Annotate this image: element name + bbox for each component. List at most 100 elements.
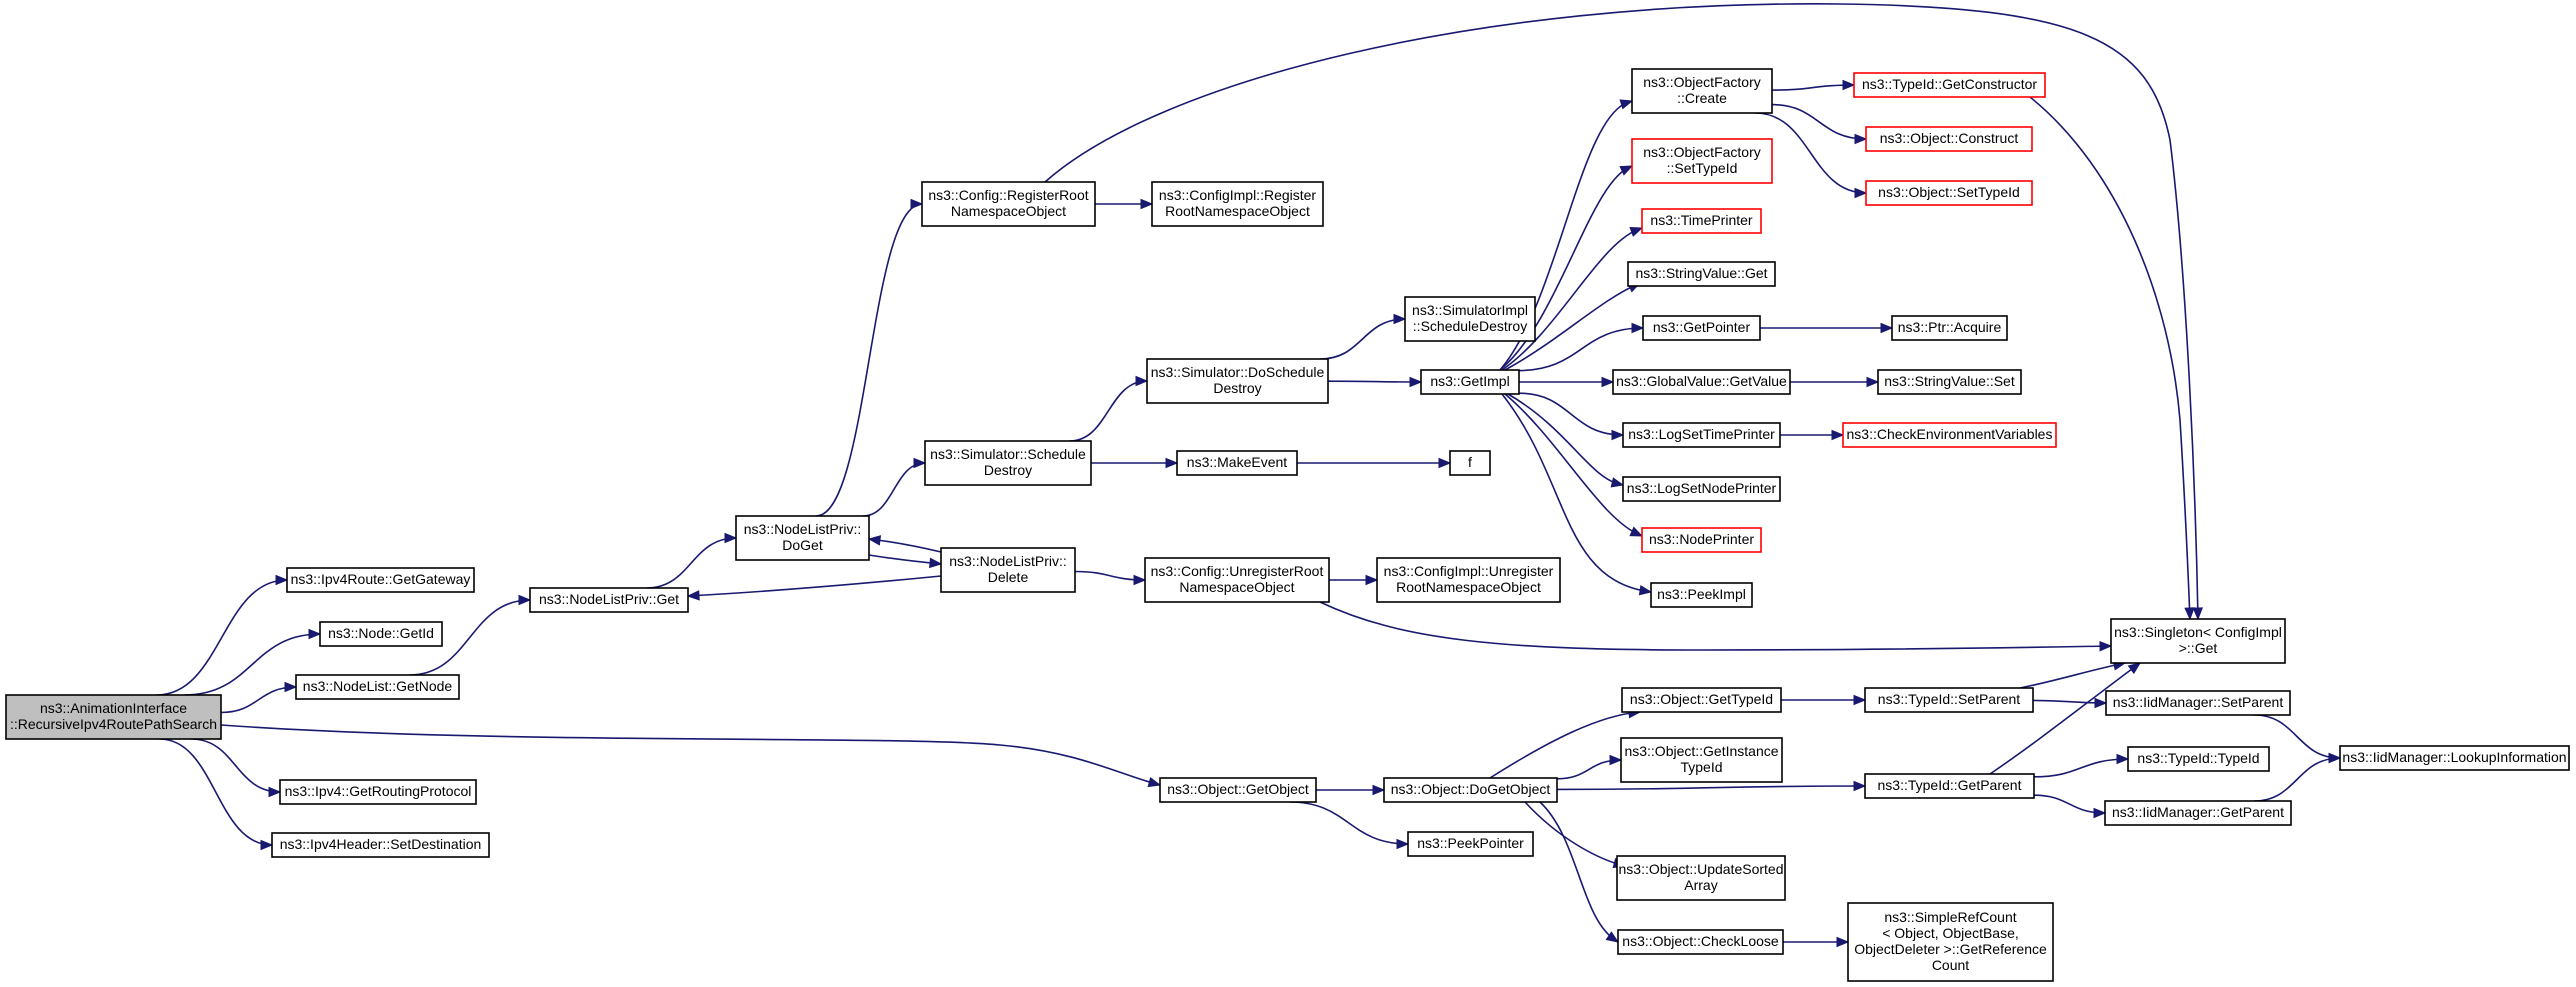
node-iidmanager-lookupinformation[interactable]: ns3::IidManager::LookupInformation <box>2339 745 2570 771</box>
node-box[interactable] <box>271 832 490 858</box>
node-box[interactable] <box>529 587 689 613</box>
node-f[interactable]: f <box>1449 450 1491 476</box>
node-box[interactable] <box>286 567 475 593</box>
node-box[interactable] <box>2127 746 2270 772</box>
node-timeprinter[interactable]: ns3::TimePrinter <box>1641 208 1762 234</box>
node-box[interactable] <box>1631 68 1773 114</box>
node-box[interactable] <box>1407 831 1534 857</box>
node-box[interactable] <box>1622 422 1781 448</box>
node-box[interactable] <box>1847 902 2054 982</box>
node-box[interactable] <box>295 674 460 700</box>
node-box[interactable] <box>2339 745 2570 771</box>
node-peekpointer[interactable]: ns3::PeekPointer <box>1407 831 1534 857</box>
node-box[interactable] <box>1877 369 2022 395</box>
node-box[interactable] <box>1617 929 1784 955</box>
node-object-construct[interactable]: ns3::Object::Construct <box>1865 126 2033 152</box>
node-box[interactable] <box>1376 557 1561 603</box>
node-object-getobject[interactable]: ns3::Object::GetObject <box>1159 777 1317 803</box>
node-nodelist-getnode[interactable]: ns3::NodeList::GetNode <box>295 674 460 700</box>
node-box[interactable] <box>1144 557 1330 603</box>
node-checkenvvars[interactable]: ns3::CheckEnvironmentVariables <box>1842 422 2057 448</box>
node-objectfactory-create[interactable]: ns3::ObjectFactory::Create <box>1631 68 1773 114</box>
node-box[interactable] <box>1865 180 2033 206</box>
node-ipv4header-setdestination[interactable]: ns3::Ipv4Header::SetDestination <box>271 832 490 858</box>
node-box[interactable] <box>1627 261 1776 287</box>
node-ipv4-getroutingprotocol[interactable]: ns3::Ipv4::GetRoutingProtocol <box>279 779 477 805</box>
node-box[interactable] <box>1616 855 1786 901</box>
node-nodeprinter[interactable]: ns3::NodePrinter <box>1641 527 1762 553</box>
node-node-getid[interactable]: ns3::Node::GetId <box>319 621 443 647</box>
node-box[interactable] <box>5 694 222 740</box>
node-box[interactable] <box>1449 450 1491 476</box>
node-getimpl[interactable]: ns3::GetImpl <box>1420 369 1520 395</box>
node-box[interactable] <box>921 181 1096 227</box>
node-box[interactable] <box>1865 126 2033 152</box>
node-box[interactable] <box>1146 358 1329 404</box>
node-simulator-scheduledestroy[interactable]: ns3::Simulator::ScheduleDestroy <box>924 440 1092 486</box>
node-box[interactable] <box>1641 527 1762 553</box>
node-box[interactable] <box>1864 773 2035 799</box>
node-typeid-getconstructor[interactable]: ns3::TypeId::GetConstructor <box>1853 72 2046 98</box>
node-nodelistpriv-get[interactable]: ns3::NodeListPriv::Get <box>529 587 689 613</box>
node-box[interactable] <box>2110 618 2286 664</box>
node-box[interactable] <box>1853 72 2046 98</box>
node-objectfactory-settypeid[interactable]: ns3::ObjectFactory::SetTypeId <box>1631 138 1773 184</box>
node-box[interactable] <box>735 515 870 561</box>
node-simulatorimpl-scheduledestroy[interactable]: ns3::SimulatorImpl::ScheduleDestroy <box>1404 296 1536 342</box>
node-box[interactable] <box>1864 687 2034 713</box>
node-box[interactable] <box>1631 138 1773 184</box>
node-box[interactable] <box>1151 181 1324 227</box>
node-box[interactable] <box>940 547 1076 593</box>
node-nodelistpriv-doget[interactable]: ns3::NodeListPriv::DoGet <box>735 515 870 561</box>
node-object-settypeid[interactable]: ns3::Object::SetTypeId <box>1865 180 2033 206</box>
node-iidmanager-setparent[interactable]: ns3::IidManager::SetParent <box>2105 690 2291 716</box>
node-typeid-setparent[interactable]: ns3::TypeId::SetParent <box>1864 687 2034 713</box>
node-globalvalue-getvalue[interactable]: ns3::GlobalValue::GetValue <box>1612 369 1791 395</box>
node-logsetnodeprinter[interactable]: ns3::LogSetNodePrinter <box>1622 476 1781 502</box>
node-config-unregisterroot[interactable]: ns3::Config::UnregisterRootNamespaceObje… <box>1144 557 1330 603</box>
node-singleton-get[interactable]: ns3::Singleton< ConfigImpl >::Get <box>2110 618 2286 664</box>
node-configimpl-registerroot[interactable]: ns3::ConfigImpl::RegisterRootNamespaceOb… <box>1151 181 1324 227</box>
node-iidmanager-getparent[interactable]: ns3::IidManager::GetParent <box>2104 800 2292 826</box>
node-simplerefcount[interactable]: ns3::SimpleRefCount< Object, ObjectBase,… <box>1847 902 2054 982</box>
node-object-checkloose[interactable]: ns3::Object::CheckLoose <box>1617 929 1784 955</box>
node-box[interactable] <box>1404 296 1536 342</box>
node-box[interactable] <box>1891 315 2008 341</box>
node-box[interactable] <box>1650 582 1753 608</box>
node-box[interactable] <box>1383 777 1558 803</box>
node-ptr-acquire[interactable]: ns3::Ptr::Acquire <box>1891 315 2008 341</box>
node-typeid-typeid[interactable]: ns3::TypeId::TypeId <box>2127 746 2270 772</box>
node-box[interactable] <box>1641 208 1762 234</box>
node-typeid-getparent[interactable]: ns3::TypeId::GetParent <box>1864 773 2035 799</box>
node-box[interactable] <box>2104 800 2292 826</box>
node-box[interactable] <box>2105 690 2291 716</box>
node-object-dogetobject[interactable]: ns3::Object::DoGetObject <box>1383 777 1558 803</box>
node-configimpl-unregisterroot[interactable]: ns3::ConfigImpl::UnregisterRootNamespace… <box>1376 557 1561 603</box>
node-box[interactable] <box>1612 369 1791 395</box>
node-stringvalue-get[interactable]: ns3::StringValue::Get <box>1627 261 1776 287</box>
node-peekimpl[interactable]: ns3::PeekImpl <box>1650 582 1753 608</box>
node-box[interactable] <box>1642 315 1761 341</box>
node-box[interactable] <box>924 440 1092 486</box>
node-getpointer[interactable]: ns3::GetPointer <box>1642 315 1761 341</box>
node-makeevent[interactable]: ns3::MakeEvent <box>1176 450 1298 476</box>
node-ipv4route-getgateway[interactable]: ns3::Ipv4Route::GetGateway <box>286 567 475 593</box>
node-box[interactable] <box>1420 369 1520 395</box>
node-box[interactable] <box>1620 737 1783 783</box>
node-logsettimeprinter[interactable]: ns3::LogSetTimePrinter <box>1622 422 1781 448</box>
node-box[interactable] <box>1622 476 1781 502</box>
node-nodelistpriv-delete[interactable]: ns3::NodeListPriv::Delete <box>940 547 1076 593</box>
node-stringvalue-set[interactable]: ns3::StringValue::Set <box>1877 369 2022 395</box>
node-box[interactable] <box>1621 687 1782 713</box>
node-box[interactable] <box>1842 422 2057 448</box>
node-box[interactable] <box>279 779 477 805</box>
node-root[interactable]: ns3::AnimationInterface::RecursiveIpv4Ro… <box>5 694 222 740</box>
node-box[interactable] <box>1159 777 1317 803</box>
node-object-gettypeid[interactable]: ns3::Object::GetTypeId <box>1621 687 1782 713</box>
node-box[interactable] <box>1176 450 1298 476</box>
node-box[interactable] <box>319 621 443 647</box>
